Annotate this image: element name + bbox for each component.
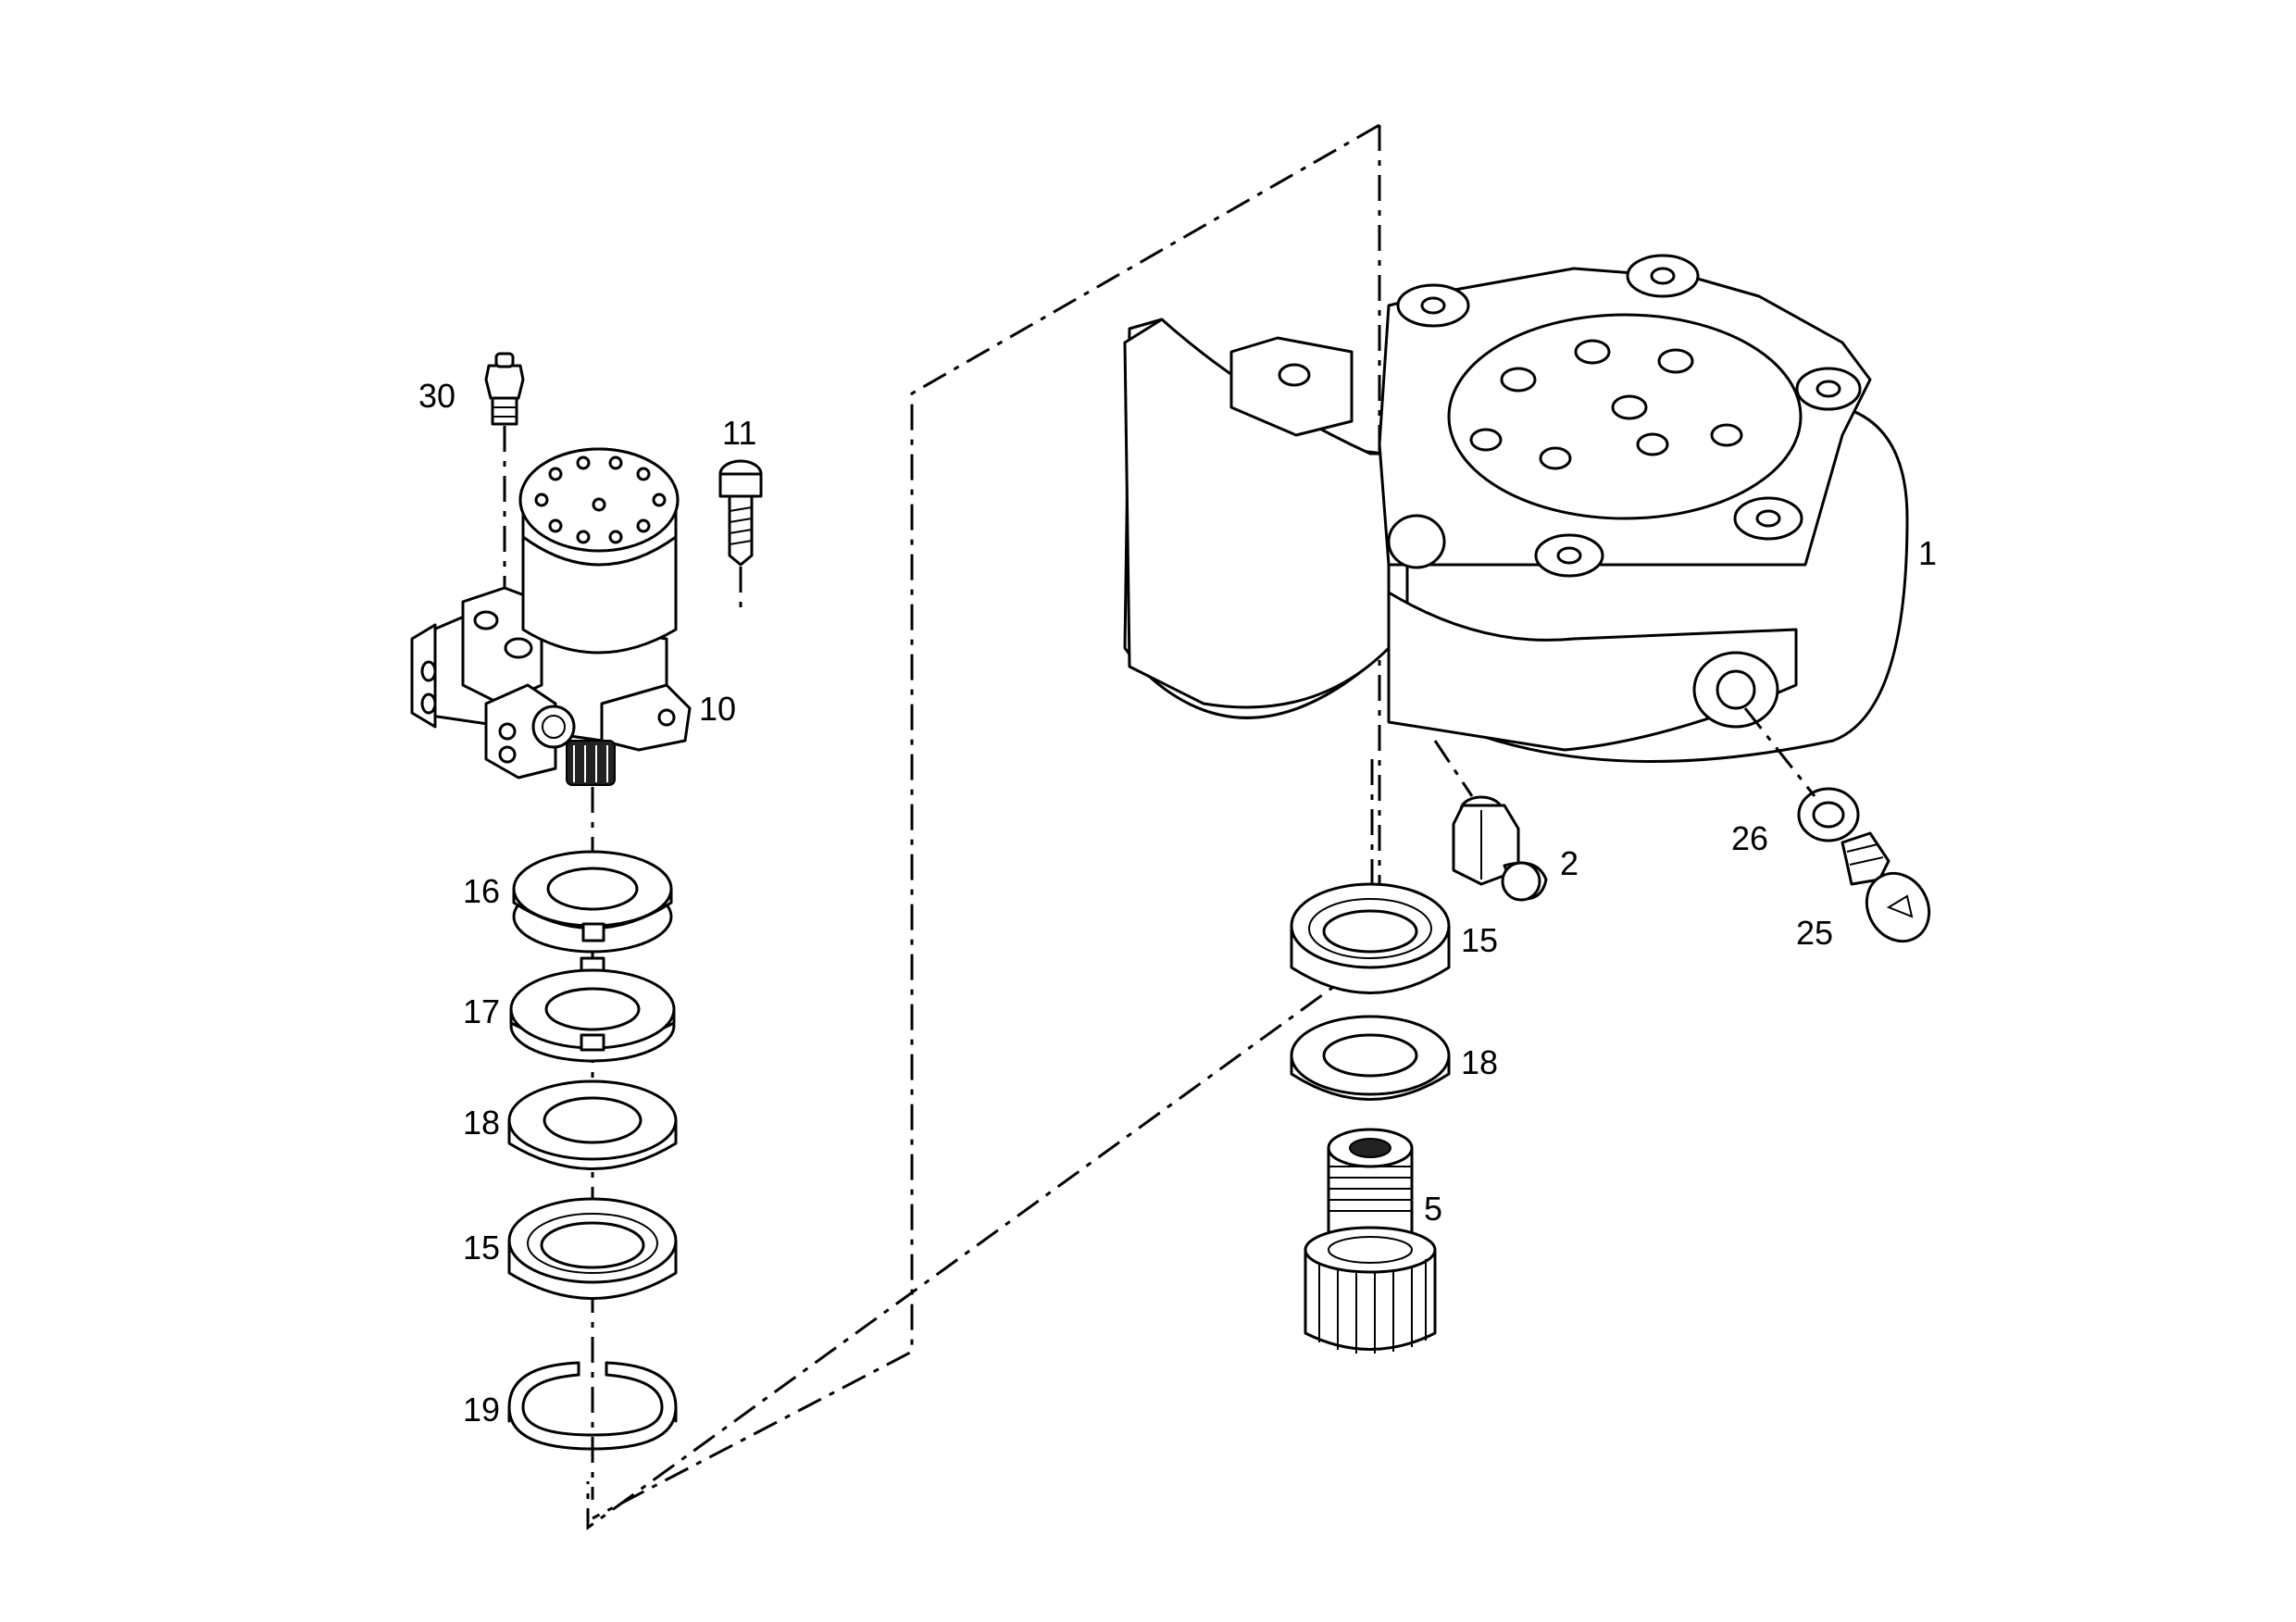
- part-10-hydraulic-motor: [410, 447, 692, 786]
- callout-11: 11: [722, 414, 756, 452]
- callout-19: 19: [463, 1391, 500, 1429]
- callout-15-left: 15: [463, 1229, 500, 1266]
- part-18-flat-ring-left: [507, 1079, 678, 1170]
- callout-17: 17: [463, 992, 500, 1030]
- callout-5: 5: [1424, 1190, 1442, 1228]
- callout-25: 25: [1796, 914, 1833, 952]
- part-30-grease-fitting: [484, 352, 525, 426]
- callout-30: 30: [418, 377, 455, 415]
- callout-16: 16: [463, 872, 500, 910]
- part-26-washer: [1797, 787, 1860, 842]
- part-25-plug: [1841, 831, 1931, 943]
- callout-2: 2: [1560, 844, 1578, 882]
- leader-2: [1433, 740, 1474, 797]
- callout-15-right: 15: [1461, 921, 1498, 959]
- part-2-fitting: [1452, 795, 1548, 902]
- callout-18-left: 18: [463, 1104, 500, 1142]
- callout-1: 1: [1918, 534, 1937, 572]
- part-16-tab-washer: [512, 850, 673, 954]
- part-15-bearing-left: [507, 1197, 678, 1300]
- callout-10: 10: [699, 690, 736, 728]
- part-5-pinion-shaft: [1304, 1128, 1437, 1354]
- callout-18-right: 18: [1461, 1043, 1498, 1081]
- assembly-boundary-line: [586, 123, 1381, 1530]
- leader-26: [1743, 707, 1816, 797]
- part-19-circlip: [507, 1361, 678, 1451]
- part-1-swing-housing: [1123, 254, 1909, 763]
- part-15-bearing-right: [1290, 882, 1451, 994]
- part-18-flat-ring-right: [1290, 1015, 1451, 1101]
- callout-26: 26: [1731, 819, 1768, 857]
- part-17-lock-washer: [509, 956, 676, 1063]
- part-11-bolt: [718, 459, 763, 567]
